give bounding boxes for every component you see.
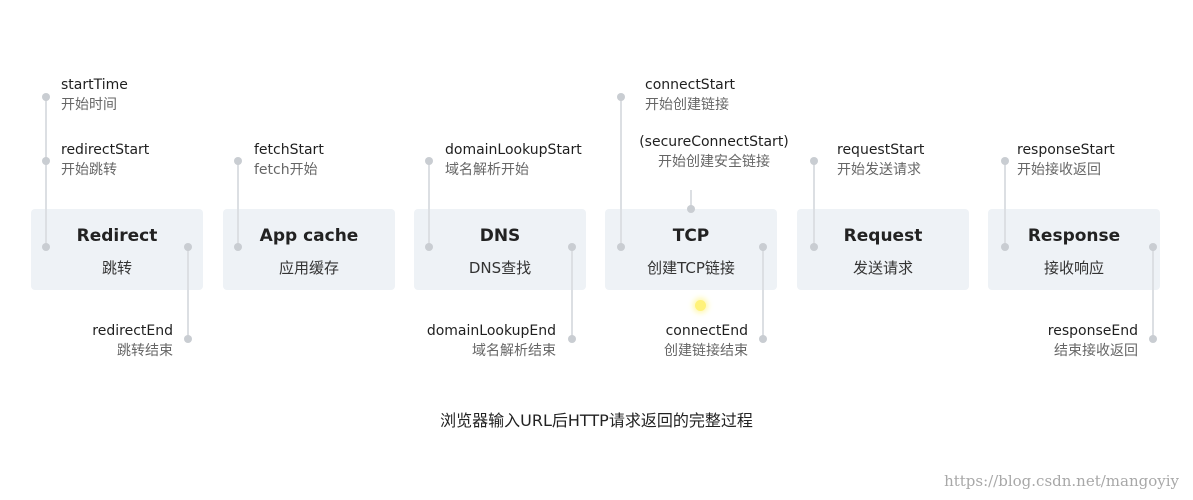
stage-subtitle: DNS查找	[468, 259, 532, 277]
event-name: domainLookupEnd	[426, 323, 556, 339]
event-label-secure-connect-start: (secureConnectStart) 开始创建安全链接	[639, 132, 789, 172]
event-label-domain-lookup-start: domainLookupStart 域名解析开始	[445, 140, 582, 180]
event-dot-fetch-start	[234, 157, 242, 165]
timeline-line-response-end	[1152, 247, 1154, 339]
stage-box-request: Request 发送请求	[797, 209, 969, 290]
event-dot-domain-lookup-start	[425, 157, 433, 165]
stage-title: Redirect	[76, 226, 158, 246]
event-label-domain-lookup-end: domainLookupEnd 域名解析结束	[427, 321, 556, 361]
stage-subtitle: 接收响应	[1043, 259, 1104, 277]
cursor-highlight	[695, 300, 706, 311]
event-dot-secure-connect-start	[687, 205, 695, 213]
event-label-response-end: responseEnd 结束接收返回	[1048, 321, 1138, 361]
event-desc: 开始创建链接	[645, 97, 729, 113]
event-dot-redirect-end	[184, 335, 192, 343]
event-label-request-start: requestStart 开始发送请求	[837, 140, 924, 180]
event-dot-request-start-anchor	[810, 243, 818, 251]
event-name: connectStart	[645, 77, 736, 93]
stage-title: Request	[843, 226, 923, 246]
event-label-start-time: startTime 开始时间	[61, 75, 128, 115]
timeline-line-connect-end	[762, 247, 764, 339]
stage-title: App cache	[259, 226, 359, 246]
timeline-line-redirect-end	[187, 247, 189, 339]
stage-box-app-cache: App cache 应用缓存	[223, 209, 395, 290]
event-label-response-start: responseStart 开始接收返回	[1017, 140, 1115, 180]
event-name: responseStart	[1017, 142, 1115, 158]
timeline-line-redirect	[45, 97, 47, 247]
stage-subtitle: 跳转	[101, 259, 132, 277]
stage-subtitle: 创建TCP链接	[647, 259, 735, 277]
event-desc: 开始创建安全链接	[658, 154, 770, 170]
event-dot-response-start-anchor	[1001, 243, 1009, 251]
stage-subtitle: 发送请求	[852, 259, 913, 277]
event-label-connect-end: connectEnd 创建链接结束	[664, 321, 748, 361]
stage-box-dns: DNS DNS查找	[414, 209, 586, 290]
watermark: https://blog.csdn.net/mangoyiy	[944, 472, 1179, 490]
event-name: redirectEnd	[92, 323, 173, 339]
timeline-line-request-start	[813, 160, 815, 247]
event-dot-connect-end-anchor	[759, 243, 767, 251]
event-dot-response-end	[1149, 335, 1157, 343]
event-dot-domain-lookup-start-anchor	[425, 243, 433, 251]
event-dot-connect-start	[617, 93, 625, 101]
event-dot-response-end-anchor	[1149, 243, 1157, 251]
timeline-line-response-start	[1004, 160, 1006, 247]
event-name: redirectStart	[61, 142, 150, 158]
stage-title: TCP	[672, 226, 710, 246]
event-name: domainLookupStart	[445, 142, 582, 158]
event-dot-connect-end	[759, 335, 767, 343]
diagram-caption: 浏览器输入URL后HTTP请求返回的完整过程	[440, 411, 753, 430]
event-dot-connect-start-anchor	[617, 243, 625, 251]
event-dot-redirect-end-anchor	[184, 243, 192, 251]
event-dot-start-time	[42, 93, 50, 101]
event-desc: 创建链接结束	[664, 343, 748, 359]
event-name: requestStart	[837, 142, 925, 158]
stage-title: Response	[1027, 226, 1121, 246]
event-label-connect-start: connectStart 开始创建链接	[645, 75, 735, 115]
event-dot-response-start	[1001, 157, 1009, 165]
stage-subtitle: 应用缓存	[278, 259, 339, 277]
event-dot-request-start	[810, 157, 818, 165]
timeline-line-connect-start	[620, 97, 622, 247]
event-name: responseEnd	[1047, 323, 1138, 339]
event-name: startTime	[61, 77, 128, 93]
event-label-redirect-end: redirectEnd 跳转结束	[92, 321, 173, 361]
event-dot-domain-lookup-end	[568, 335, 576, 343]
event-desc: 域名解析开始	[445, 162, 529, 178]
event-desc: 域名解析结束	[472, 343, 556, 359]
event-dot-domain-lookup-end-anchor	[568, 243, 576, 251]
event-desc: 开始跳转	[61, 162, 117, 178]
event-desc: 结束接收返回	[1054, 343, 1138, 359]
event-desc: fetch开始	[254, 162, 318, 178]
event-dot-fetch-start-anchor	[234, 243, 242, 251]
event-name: fetchStart	[254, 142, 324, 158]
stage-box-response: Response 接收响应	[988, 209, 1160, 290]
event-dot-redirect-start	[42, 157, 50, 165]
event-label-fetch-start: fetchStart fetch开始	[254, 140, 324, 180]
stage-title: DNS	[479, 226, 521, 246]
timeline-line-dns-start	[428, 160, 430, 247]
event-desc: 跳转结束	[117, 343, 173, 359]
event-desc: 开始发送请求	[837, 162, 921, 178]
event-name: (secureConnectStart)	[639, 134, 789, 150]
event-label-redirect-start: redirectStart 开始跳转	[61, 140, 149, 180]
stage-box-tcp: TCP 创建TCP链接	[605, 209, 777, 290]
event-dot-redirect-start-anchor	[42, 243, 50, 251]
timeline-line-dns-end	[571, 247, 573, 339]
timeline-line-secure-connect	[690, 190, 692, 209]
timeline-line-fetch	[237, 160, 239, 247]
stage-box-redirect: Redirect 跳转	[31, 209, 203, 290]
event-desc: 开始接收返回	[1017, 162, 1101, 178]
event-desc: 开始时间	[61, 97, 117, 113]
event-name: connectEnd	[665, 323, 748, 339]
